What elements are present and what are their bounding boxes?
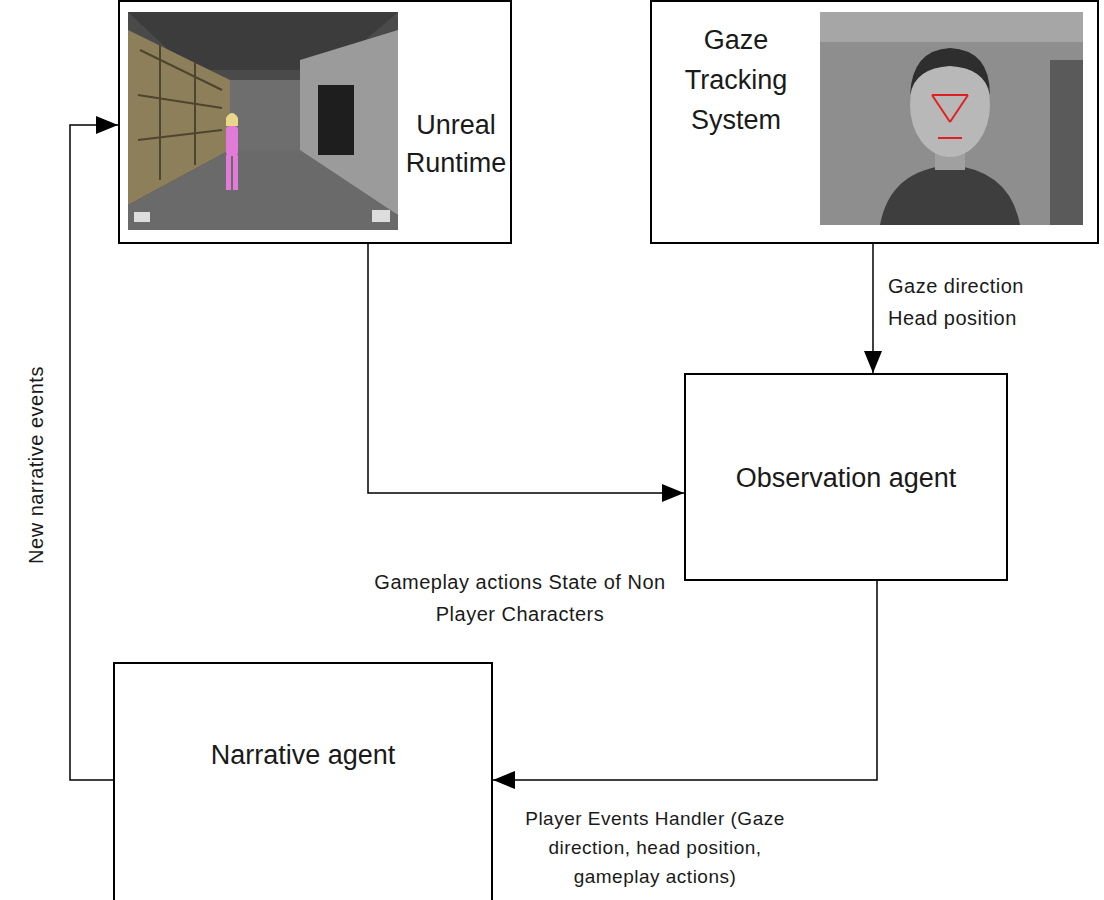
node-label: Observation agent xyxy=(686,459,1006,497)
edge-label: New narrative events xyxy=(20,366,52,564)
node-label: Narrative agent xyxy=(115,736,491,774)
edge-label: Gaze direction Head position xyxy=(888,270,1048,334)
arrow-connector xyxy=(872,244,874,373)
edge-label: Player Events Handler (Gaze direction, h… xyxy=(510,804,800,891)
agent-box: Narrative agent xyxy=(113,662,493,900)
arrow-connector xyxy=(70,125,118,780)
tracking-box: Gaze Tracking System xyxy=(650,0,1099,244)
runtime-box: Unreal Runtime xyxy=(118,0,512,244)
node-label: Unreal Runtime xyxy=(402,106,510,182)
face-photo xyxy=(820,12,1083,225)
edge-label: Gameplay actions State of Non Player Cha… xyxy=(370,566,670,630)
game-screenshot xyxy=(128,12,398,230)
node-label: Gaze Tracking System xyxy=(656,20,816,140)
agent-box: Observation agent xyxy=(684,373,1008,581)
arrow-connector xyxy=(368,244,684,493)
